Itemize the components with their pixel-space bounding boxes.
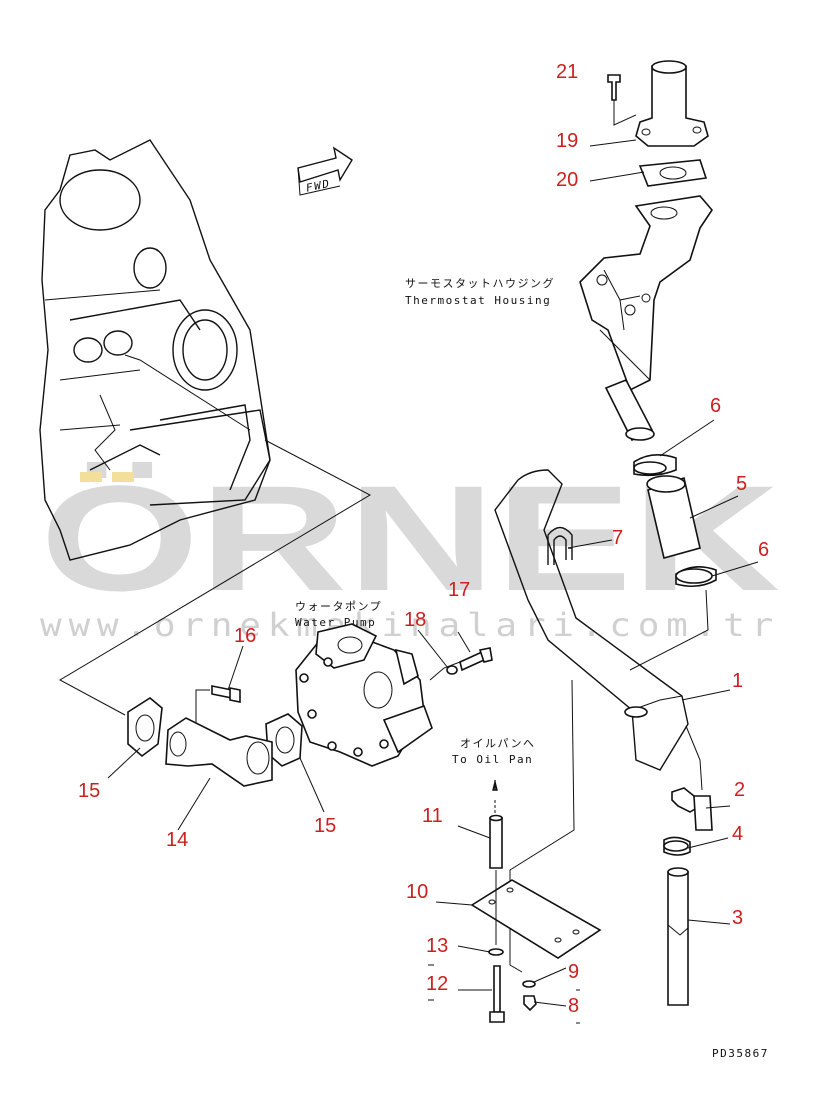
callout-7: 7 bbox=[612, 527, 623, 549]
callout-9: 9 bbox=[568, 961, 579, 983]
callout-12: 12 bbox=[426, 973, 448, 995]
callout-4: 4 bbox=[732, 823, 743, 845]
callout-15-left: 15 bbox=[78, 780, 100, 802]
callout-10: 10 bbox=[406, 881, 428, 903]
water-pump-label-jp: ウォータポンプ bbox=[295, 600, 382, 613]
oil-pan-pipe: オイルパンへ To Oil Pan bbox=[452, 737, 537, 1023]
bolt-washer-17-18 bbox=[429, 647, 493, 681]
water-pipe bbox=[494, 469, 703, 791]
connection-lines bbox=[58, 354, 372, 716]
callout-16: 16 bbox=[234, 625, 256, 647]
callout-2: 2 bbox=[734, 779, 745, 801]
water-pump-assembly: ウォータポンプ Water Pump bbox=[295, 600, 433, 767]
callout-numbers: 21 19 20 6 5 7 6 1 2 4 3 17 18 16 15 14 … bbox=[78, 61, 769, 1017]
callout-20: 20 bbox=[556, 169, 578, 191]
thermostat-label-en: Thermostat Housing bbox=[405, 294, 551, 307]
callout-3: 3 bbox=[732, 907, 743, 929]
water-pump-label-en: Water Pump bbox=[295, 616, 376, 629]
bracket-plate bbox=[470, 679, 602, 973]
thermostat-housing-assembly: サーモスタットハウジング Thermostat Housing bbox=[405, 60, 714, 442]
fwd-arrow: FWD bbox=[297, 146, 353, 196]
callout-11: 11 bbox=[422, 805, 443, 827]
callout-15-right: 15 bbox=[314, 815, 336, 837]
watermark-url: www.ornekmakinalari.com.tr bbox=[40, 606, 780, 644]
callout-19: 19 bbox=[556, 130, 578, 152]
callout-14: 14 bbox=[166, 829, 188, 851]
callout-1: 1 bbox=[732, 670, 743, 692]
callout-17: 17 bbox=[448, 579, 470, 601]
oil-pan-label-jp: オイルパンへ bbox=[460, 737, 536, 750]
gaskets-and-elbow bbox=[127, 697, 303, 787]
callout-5: 5 bbox=[736, 473, 747, 495]
callout-6-top: 6 bbox=[710, 395, 721, 417]
drawing-code: PD35867 bbox=[712, 1047, 769, 1060]
callout-6-bottom: 6 bbox=[758, 539, 769, 561]
engine-block bbox=[39, 139, 271, 561]
hose-assembly bbox=[629, 454, 717, 671]
oil-pan-label-en: To Oil Pan bbox=[452, 753, 533, 766]
callout-13: 13 bbox=[426, 935, 448, 957]
drain-fittings bbox=[663, 787, 713, 1006]
callout-18: 18 bbox=[404, 609, 426, 631]
thermostat-label-jp: サーモスタットハウジング bbox=[405, 276, 555, 290]
leader-lines bbox=[107, 139, 759, 1024]
callout-8: 8 bbox=[568, 995, 579, 1017]
fwd-label: FWD bbox=[306, 177, 330, 195]
callout-21: 21 bbox=[556, 61, 578, 83]
